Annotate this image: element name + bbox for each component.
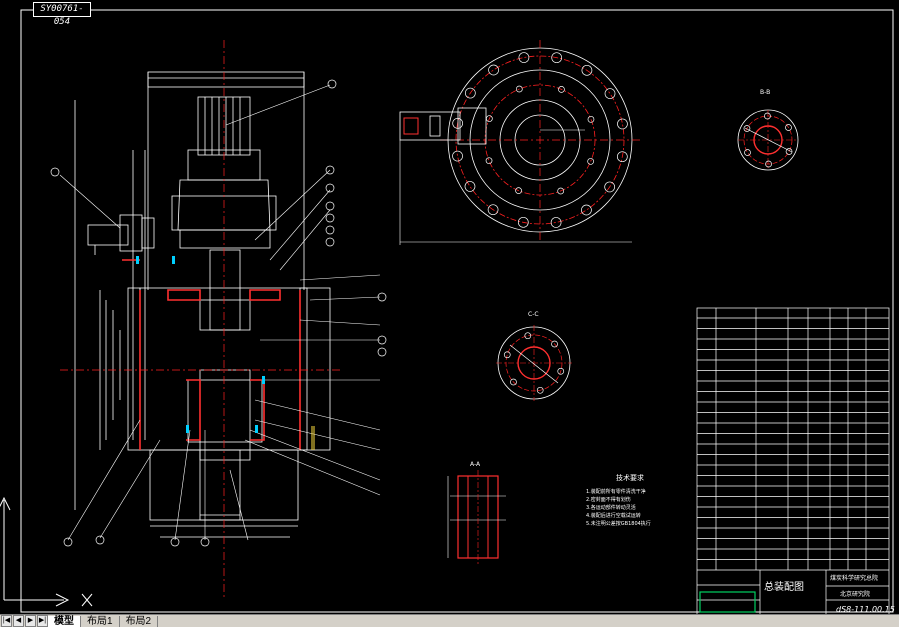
bolt-hole [587, 115, 595, 123]
tab-last-icon[interactable]: ▶| [37, 615, 48, 627]
main-centerlines [60, 40, 340, 600]
section-hatch [122, 259, 301, 450]
bolt-hole [617, 118, 628, 130]
tab-model[interactable]: 模型 [48, 615, 81, 627]
section-label-a: A-A [470, 461, 481, 468]
bolt-hole [557, 367, 565, 375]
leader-lines [59, 84, 381, 541]
bolt-hole [581, 64, 593, 76]
bolt-hole [485, 115, 493, 122]
bolt-hole [452, 117, 464, 129]
tab-layout2[interactable]: 布局2 [120, 615, 159, 627]
bolt-hole [464, 181, 476, 192]
drawing-border [20, 9, 894, 613]
table-green-mark [699, 591, 756, 613]
note-line: 3.各运动部件转动灵活 [586, 504, 636, 511]
ucs-icon [0, 496, 93, 607]
tab-layout1[interactable]: 布局1 [81, 615, 120, 627]
section-c-view [496, 325, 572, 401]
flange-top-view [399, 40, 640, 245]
note-line: 4.装配后进行空载试运转 [586, 512, 641, 519]
bolt-hole [487, 204, 499, 216]
parts-list-table [696, 307, 890, 617]
callouts [50, 79, 387, 547]
bolt-hole [488, 64, 499, 76]
accent-marks [136, 256, 265, 433]
bolt-hole [604, 181, 616, 193]
bolt-hole [581, 204, 592, 216]
note-line: 1.装配前所有零件清洗干净 [586, 488, 646, 495]
main-section-view [74, 71, 331, 538]
section-label-c: C-C [528, 311, 539, 318]
bolt-hole [518, 52, 530, 63]
tab-prev-icon[interactable]: ◀ [13, 615, 24, 627]
bolt-hole [587, 158, 595, 165]
title-drawing-name: 总装配图 [764, 580, 804, 593]
bolt-hole [550, 217, 562, 228]
bolt-hole [464, 87, 476, 99]
flange-bolt-holes [452, 52, 628, 228]
bolt-hole [503, 351, 511, 359]
title-org-line2: 北京研究院 [840, 590, 870, 598]
bolt-hole [764, 112, 771, 120]
notes-title: 技术要求 [616, 473, 644, 482]
bolt-hole [510, 378, 517, 386]
tab-first-icon[interactable]: |◀ [1, 615, 12, 627]
highlight-marks [311, 426, 315, 450]
bolt-hole [515, 85, 523, 93]
section-a-view [447, 470, 506, 565]
bolt-hole [785, 148, 793, 155]
bolt-hole [616, 151, 628, 163]
bolt-hole [785, 124, 792, 131]
note-line: 2.密封面不得有划伤 [586, 496, 631, 503]
bolt-hole [536, 386, 544, 394]
note-line: 5.未注明公差按GB1804执行 [586, 520, 651, 527]
bolt-hole [452, 150, 463, 162]
tab-next-icon[interactable]: ▶ [25, 615, 36, 627]
bolt-hole [604, 88, 616, 99]
section-c-holes [503, 332, 565, 394]
section-b-holes [743, 112, 793, 168]
bolt-hole [551, 340, 558, 348]
section-label-b: B-B [760, 89, 770, 96]
bolt-hole [557, 187, 565, 195]
bolt-hole [743, 125, 751, 132]
bolt-hole [524, 332, 532, 340]
bolt-hole [551, 52, 563, 64]
bolt-hole [515, 187, 522, 195]
bolt-hole [485, 157, 493, 165]
section-b-view [737, 109, 799, 171]
title-drawing-no: dS8-111.00.15 [836, 605, 895, 614]
bolt-hole [765, 160, 772, 168]
drawing-tag: SY00761-054 [33, 2, 91, 27]
bolt-hole [744, 149, 751, 156]
layout-tab-bar: |◀ ◀ ▶ ▶| 模型 布局1 布局2 [0, 614, 899, 627]
bolt-hole [517, 216, 529, 228]
title-org-line1: 煤炭科学研究总院 [830, 574, 878, 582]
bolt-hole [558, 85, 565, 93]
